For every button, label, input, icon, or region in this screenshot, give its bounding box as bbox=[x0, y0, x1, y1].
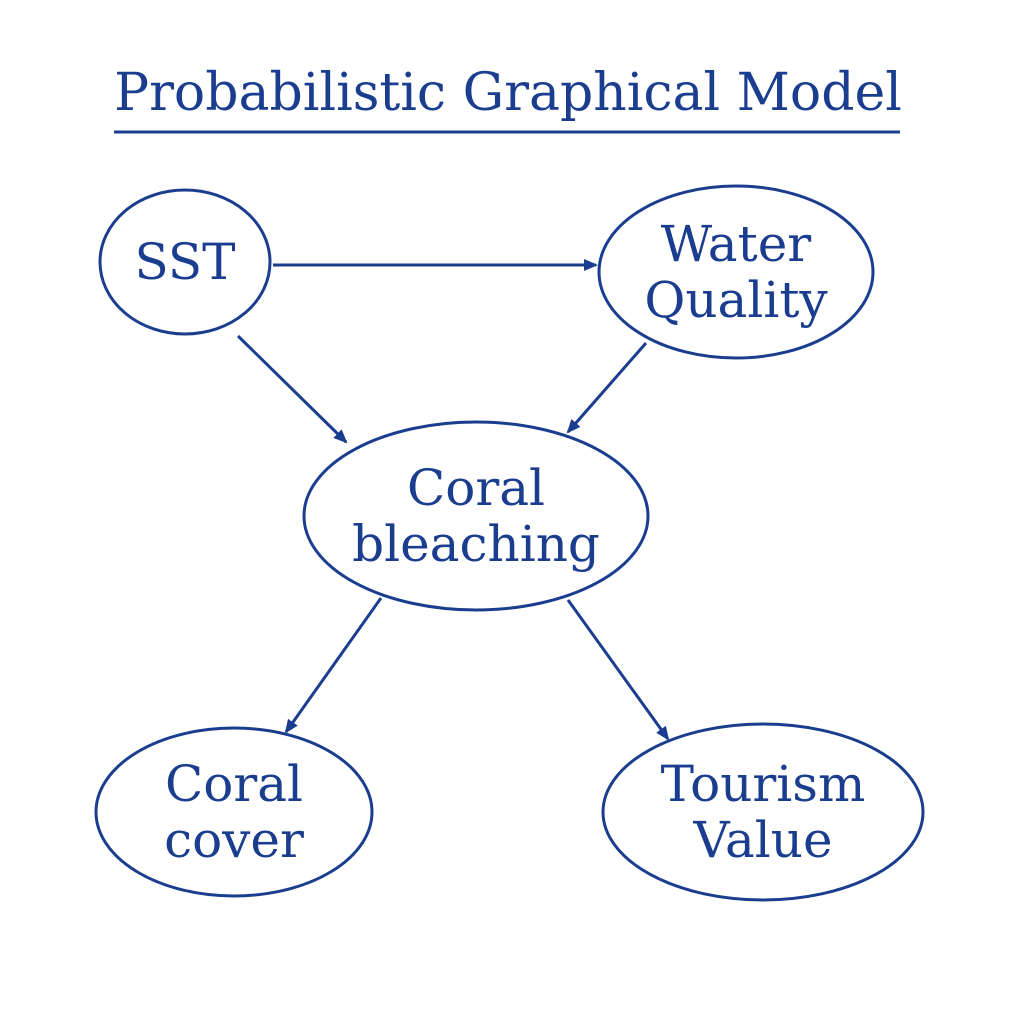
node-label: Tourism bbox=[661, 755, 866, 813]
node-ellipse bbox=[98, 188, 272, 336]
node-label: Quality bbox=[644, 271, 828, 329]
edge-water-quality-to-coral-bleaching bbox=[566, 342, 648, 434]
node-sst: SST bbox=[98, 188, 272, 336]
edge-sst-to-coral-bleaching bbox=[236, 334, 348, 444]
node-ellipse bbox=[601, 722, 925, 902]
node-ellipse bbox=[302, 420, 650, 612]
edge-coral-bleaching-to-coral-cover bbox=[284, 597, 383, 734]
edges-layer bbox=[236, 259, 670, 741]
node-label: Coral bbox=[165, 755, 303, 813]
node-ellipse bbox=[94, 726, 374, 898]
node-label: Value bbox=[692, 811, 832, 869]
node-label: SST bbox=[135, 233, 236, 291]
node-label: Water bbox=[661, 215, 812, 273]
node-ellipse bbox=[597, 184, 875, 360]
node-label: cover bbox=[164, 811, 304, 869]
node-label: bleaching bbox=[352, 515, 600, 573]
edge-coral-bleaching-to-tourism-value bbox=[566, 599, 670, 741]
diagram-title: Probabilistic Graphical Model bbox=[114, 63, 902, 123]
node-label: Coral bbox=[407, 459, 545, 517]
